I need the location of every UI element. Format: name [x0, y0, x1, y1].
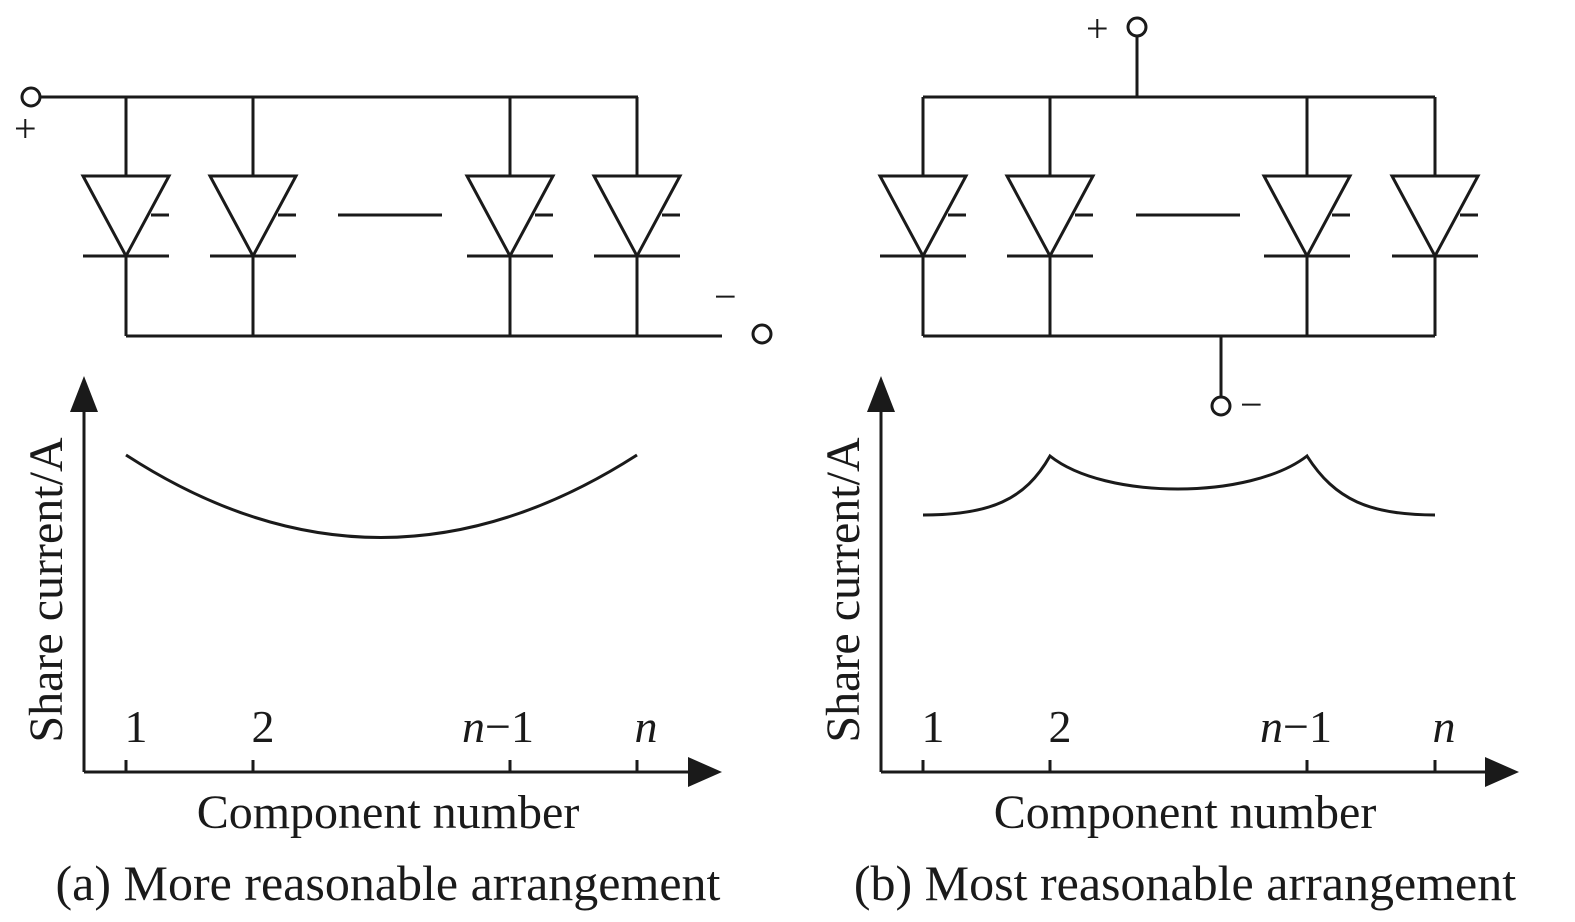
diode-icon — [80, 97, 172, 336]
share-current-curve-b — [922, 453, 1436, 517]
minus-terminal-a — [751, 323, 773, 345]
x-axis-arrow-icon — [1485, 757, 1519, 787]
tick-label: 2 — [252, 701, 275, 752]
caption-b: (b) Most reasonable arrangement — [854, 855, 1516, 911]
x-axis-label-b: Component number — [994, 786, 1377, 839]
tick-label: 1 — [922, 701, 945, 752]
plus-sign-b: + — [1086, 6, 1109, 51]
plus-terminal-b — [1126, 16, 1148, 38]
minus-sign-b: − — [1240, 382, 1263, 427]
y-axis-arrow-icon — [867, 376, 895, 412]
tick-label: n−1 — [1260, 701, 1332, 752]
diode-icon — [1261, 97, 1353, 336]
diode-icon — [1004, 97, 1096, 336]
y-axis-label-b: Share current/A — [817, 437, 870, 743]
caption-a: (a) More reasonable arrangement — [56, 855, 721, 911]
minus-terminal-b — [1210, 395, 1232, 417]
tick-label: 1 — [125, 701, 148, 752]
diode-icon — [464, 97, 556, 336]
diode-icon — [207, 97, 299, 336]
tick-label: 2 — [1049, 701, 1072, 752]
x-axis-label-a: Component number — [197, 786, 580, 839]
tick-label: n — [1433, 701, 1456, 752]
diode-icon — [877, 97, 969, 336]
tick-label: n — [635, 701, 658, 752]
y-axis-arrow-icon — [70, 376, 98, 412]
y-axis-label-a: Share current/A — [20, 437, 73, 743]
x-axis-arrow-icon — [688, 757, 722, 787]
plot-b: 1 2 n−1 n Share current/A Component numb… — [817, 376, 1519, 839]
share-current-curve-a — [125, 453, 638, 539]
circuit-a: + − — [14, 86, 773, 345]
diode-icon — [1389, 97, 1481, 336]
tick-label: n−1 — [462, 701, 534, 752]
diode-icon — [591, 97, 683, 336]
panel-a: + − — [14, 86, 773, 911]
plot-a: 1 2 n−1 n Share current/A Component numb… — [20, 376, 722, 839]
plus-sign-a: + — [14, 106, 37, 151]
circuit-b: + − — [877, 6, 1481, 427]
panel-b: + − — [817, 6, 1519, 911]
plus-terminal-a — [20, 86, 42, 108]
minus-sign-a: − — [714, 274, 737, 319]
